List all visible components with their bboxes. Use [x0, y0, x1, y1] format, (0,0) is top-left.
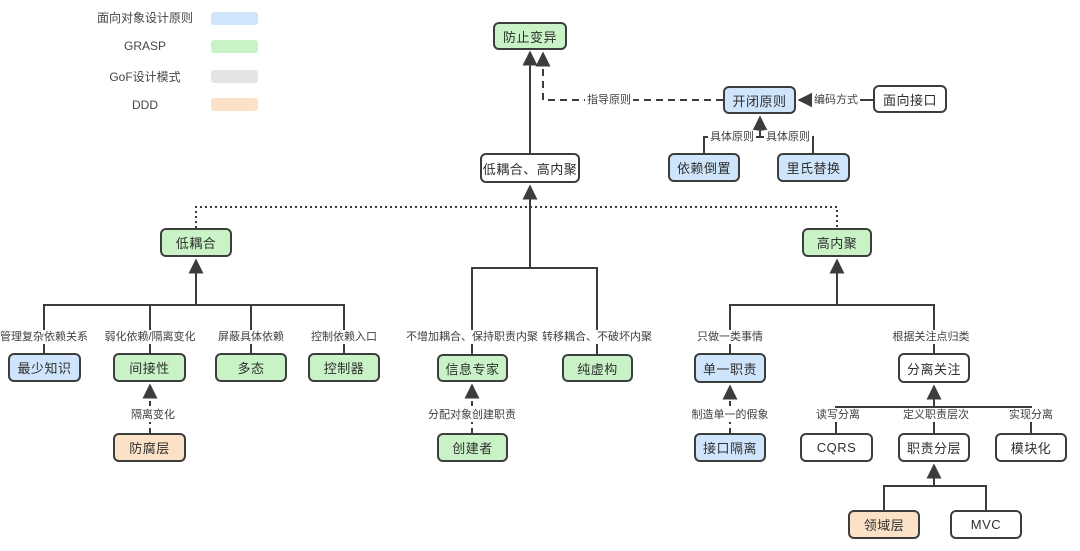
edge-label-assign-creation: 分配对象创建职责 [426, 408, 518, 422]
edge-label-read-write-separation: 读写分离 [814, 408, 862, 422]
node-domain-layer: 领域层 [848, 510, 920, 539]
node-polymorphism: 多态 [215, 353, 287, 382]
edge-label-guiding-principle: 指导原则 [585, 93, 633, 107]
node-protected-variations: 防止变异 [493, 22, 567, 50]
node-cqrs: CQRS [800, 433, 873, 462]
legend-swatch-oop [211, 12, 258, 25]
edge-label-group-by-concern: 根据关注点归类 [890, 330, 972, 344]
legend-label-grasp: GRASP [123, 39, 166, 53]
node-modularization: 模块化 [995, 433, 1067, 462]
node-single-responsibility: 单一职责 [694, 353, 766, 383]
edge-label-manage-complex-deps: 管理复杂依赖关系 [0, 330, 90, 344]
node-open-closed: 开闭原则 [723, 86, 796, 114]
node-responsibility-layering: 职责分层 [898, 433, 970, 462]
edge-label-concrete-principle-left: 具体原则 [708, 130, 756, 144]
legend-label-oop: 面向对象设计原则 [96, 11, 193, 25]
node-pure-fabrication: 纯虚构 [562, 354, 633, 382]
node-indirection: 间接性 [113, 353, 186, 382]
legend-swatch-grasp [211, 40, 258, 53]
edge-label-isolate-change: 隔离变化 [129, 408, 177, 422]
node-anti-corruption-layer: 防腐层 [113, 433, 186, 462]
edge-label-one-kind-of-thing: 只做一类事情 [695, 330, 765, 344]
node-low-coupling-high-cohesion: 低耦合、高内聚 [480, 153, 580, 183]
node-dependency-inversion: 依赖倒置 [668, 153, 740, 182]
edge-label-concrete-principle-right: 具体原则 [764, 130, 812, 144]
node-mvc: MVC [950, 510, 1022, 539]
legend-label-ddd: DDD [132, 98, 158, 112]
node-interface-segregation: 接口隔离 [694, 433, 766, 462]
edge-label-weaken-deps: 弱化依赖/隔离变化 [102, 330, 198, 344]
node-creator: 创建者 [437, 433, 508, 462]
edge-label-keep-cohesion: 不增加耦合、保持职责内聚 [404, 330, 540, 344]
node-high-cohesion: 高内聚 [802, 228, 872, 257]
node-least-knowledge: 最少知识 [8, 353, 81, 382]
node-liskov-substitution: 里氏替换 [777, 153, 850, 182]
edge-label-impl-separation: 实现分离 [1007, 408, 1055, 422]
node-low-coupling: 低耦合 [160, 228, 232, 257]
edge-label-coding-method: 编码方式 [812, 93, 860, 107]
node-information-expert: 信息专家 [437, 354, 508, 382]
node-separation-of-concerns: 分离关注 [898, 353, 970, 383]
legend-swatch-ddd [211, 98, 258, 111]
node-controller: 控制器 [308, 353, 380, 382]
edge-label-define-resp-layers: 定义职责层次 [901, 408, 971, 422]
edge-label-shield-concrete-deps: 屏蔽具体依赖 [216, 330, 286, 344]
edge-label-transfer-coupling: 转移耦合、不破坏内聚 [540, 330, 654, 344]
legend-label-gof: GoF设计模式 [109, 70, 181, 84]
edge-label-control-dep-entry: 控制依赖入口 [309, 330, 379, 344]
edge-label-single-illusion: 制造单一的假象 [689, 408, 771, 422]
legend-swatch-gof [211, 70, 258, 83]
node-interface-oriented: 面向接口 [873, 85, 947, 113]
